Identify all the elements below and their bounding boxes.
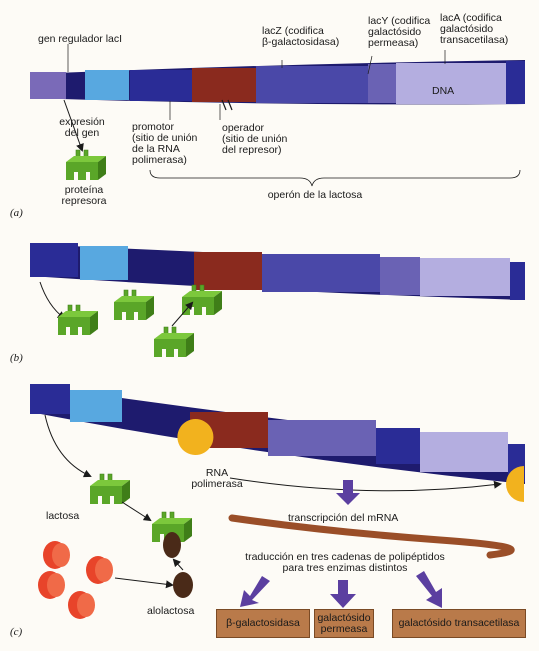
enzyme-galactoside-transacetylase: galactósido transacetilasa: [392, 609, 526, 638]
enzyme-beta-galactosidase: β-galactosidasa: [216, 609, 310, 638]
promoter-label: promotor (sitio de unión de la RNA polim…: [132, 121, 198, 166]
rna-polymerase-end: [506, 466, 524, 502]
lactose-label: lactosa: [46, 510, 80, 522]
dna-label: DNA: [432, 85, 455, 97]
translation-arrows: [240, 571, 442, 608]
allolactose-label: alolactosa: [147, 605, 195, 617]
lacY-label: lacY (codifica galactósido permeasa): [368, 15, 431, 49]
lactose-molecules: [38, 541, 113, 619]
repressor-protein-a: [65, 149, 107, 181]
operon-label: operón de la lactosa: [267, 189, 363, 201]
panel-a-label: (a): [10, 207, 23, 219]
dna-strand-b: [30, 243, 525, 300]
repressor-protein-b2: [113, 289, 155, 321]
rna-polymerase-start: [177, 419, 214, 456]
allolactose-bound: [163, 532, 181, 558]
mrna-strand: [228, 514, 515, 559]
repressor-protein-label: proteína represora: [61, 184, 107, 207]
mrna-transcription-label: transcripción del mRNA: [288, 512, 399, 524]
regulator-gene-label: gen regulador lacI: [38, 33, 123, 45]
translation-label: traducción en tres cadenas de polipéptid…: [245, 551, 445, 574]
dna-strand-a: [30, 60, 525, 111]
panel-c-label: (c): [10, 626, 23, 638]
gene-expression-label: expresión del gen: [59, 116, 105, 139]
panel-b-label: (b): [10, 352, 23, 364]
transcription-arrow: [336, 480, 360, 505]
repressor-protein-b4: [153, 326, 195, 358]
rna-polymerase-label: RNA polimerasa: [191, 467, 243, 490]
operator-label: operador (sitio de unión del represor): [222, 122, 288, 156]
dna-strand-c: [30, 384, 525, 484]
enzyme-galactoside-permease: galactósido permeasa: [314, 609, 374, 638]
lacA-label: lacA (codifica galactósido transacetilas…: [440, 12, 509, 46]
repressor-protein-b1: [57, 304, 99, 336]
lacZ-label: lacZ (codifica β-galactosidasa): [262, 25, 340, 48]
allolactose: [173, 572, 193, 598]
operon-brace: [149, 169, 521, 187]
repressor-protein-c1: [89, 473, 131, 505]
